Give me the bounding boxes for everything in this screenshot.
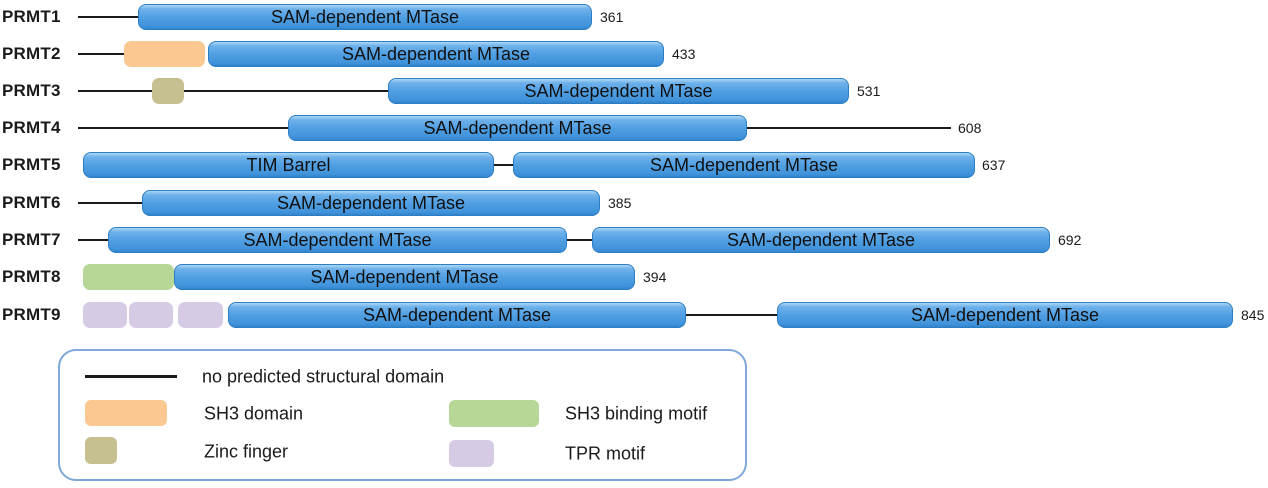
legend-backbone-line-swatch [85, 375, 177, 378]
sam-mtase-domain: SAM-dependent MTase [592, 227, 1050, 253]
sam-mtase-domain: SAM-dependent MTase [208, 41, 664, 67]
legend-box: no predicted structural domain SH3 domai… [58, 349, 747, 481]
legend-zinc-finger-swatch [85, 437, 117, 464]
backbone-line [78, 90, 152, 92]
legend-sh3-binding-motif-swatch [449, 400, 539, 427]
protein-label-prmt3: PRMT3 [2, 81, 61, 100]
protein-label-prmt4: PRMT4 [2, 118, 61, 137]
legend-label-sh3-domain: SH3 domain [204, 403, 304, 424]
protein-length-prmt5: 637 [982, 157, 1006, 173]
sam-mtase-domain: SAM-dependent MTase [138, 4, 592, 30]
legend-label-no-domain: no predicted structural domain [202, 366, 445, 387]
sam-mtase-domain: SAM-dependent MTase [142, 190, 600, 216]
backbone-line [686, 314, 777, 316]
protein-length-prmt8: 394 [643, 269, 667, 285]
tpr-motif [178, 302, 223, 328]
sam-mtase-domain: SAM-dependent MTase [228, 302, 686, 328]
backbone-line [78, 16, 138, 18]
protein-label-prmt9: PRMT9 [2, 305, 61, 324]
legend-sh3-domain-swatch [85, 400, 167, 426]
backbone-line [78, 53, 124, 55]
sh3-binding-motif [83, 264, 174, 290]
backbone-line [567, 239, 592, 241]
protein-label-prmt5: PRMT5 [2, 155, 61, 174]
protein-length-prmt7: 692 [1058, 232, 1082, 248]
sam-mtase-domain: SAM-dependent MTase [108, 227, 567, 253]
tim-barrel-domain: TIM Barrel [83, 152, 494, 178]
backbone-line [78, 127, 288, 129]
protein-length-prmt1: 361 [600, 9, 624, 25]
legend-label-sh3-binding-motif: SH3 binding motif [565, 403, 708, 424]
protein-length-prmt2: 433 [672, 46, 696, 62]
protein-length-prmt4: 608 [958, 120, 982, 136]
legend-tpr-motif-swatch [449, 440, 494, 467]
protein-length-prmt3: 531 [857, 83, 881, 99]
protein-label-prmt7: PRMT7 [2, 230, 61, 249]
tpr-motif [129, 302, 173, 328]
backbone-line [78, 239, 108, 241]
backbone-line [184, 90, 388, 92]
backbone-line [494, 164, 513, 166]
sam-mtase-domain: SAM-dependent MTase [777, 302, 1233, 328]
sam-mtase-domain: SAM-dependent MTase [174, 264, 635, 290]
tpr-motif [83, 302, 127, 328]
protein-label-prmt8: PRMT8 [2, 267, 61, 286]
protein-label-prmt6: PRMT6 [2, 193, 61, 212]
protein-length-prmt9: 845 [1241, 307, 1265, 323]
sam-mtase-domain: SAM-dependent MTase [388, 78, 849, 104]
sam-mtase-domain: SAM-dependent MTase [288, 115, 747, 141]
backbone-line [747, 127, 951, 129]
legend-label-zinc-finger: Zinc finger [204, 441, 289, 462]
sh3-domain [124, 41, 205, 67]
sam-mtase-domain: SAM-dependent MTase [513, 152, 975, 178]
protein-label-prmt1: PRMT1 [2, 7, 61, 26]
protein-length-prmt6: 385 [608, 195, 632, 211]
protein-label-prmt2: PRMT2 [2, 44, 61, 63]
legend-label-tpr-motif: TPR motif [565, 443, 646, 464]
zinc-finger-domain [152, 78, 184, 104]
backbone-line [78, 202, 142, 204]
